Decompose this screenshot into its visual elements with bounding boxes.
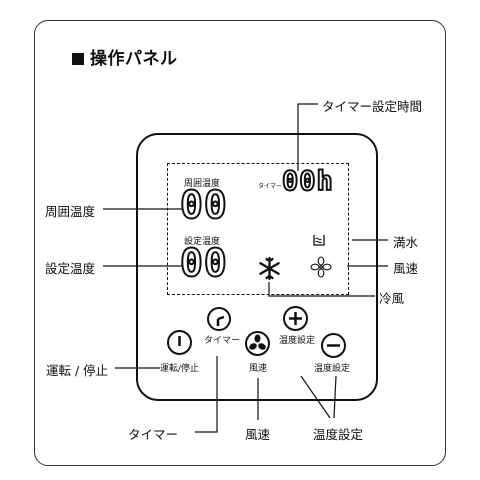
temp-up-button[interactable] (283, 306, 308, 331)
power-icon (178, 336, 181, 346)
fan-button-label: 風速 (249, 364, 268, 374)
line-timer (195, 356, 218, 433)
line-temp-up (300, 375, 331, 419)
plus-icon (289, 312, 302, 325)
power-button[interactable] (167, 330, 192, 355)
line-cooling (268, 282, 375, 297)
fan-button[interactable] (245, 331, 270, 356)
snowflake-icon (259, 256, 280, 281)
timer-value: 00h (281, 166, 334, 198)
fan-icon (249, 334, 266, 350)
callout-temp-setting: 温度設定 (313, 427, 364, 442)
water-tank-icon (313, 235, 325, 246)
set-temp-label: 設定温度 (184, 237, 221, 247)
callout-set-temp: 設定温度 (45, 261, 96, 276)
outer-frame (34, 20, 446, 466)
timer-button-label: タイマー (204, 336, 241, 346)
callout-timer: タイマー (128, 427, 179, 442)
callout-run-stop: 運転 / 停止 (46, 363, 109, 378)
temp-down-label: 温度設定 (314, 364, 351, 374)
line-temp-down (333, 375, 337, 419)
section-title: 操作パネル (72, 44, 178, 69)
minus-icon (327, 344, 340, 347)
clock-icon (216, 315, 225, 326)
control-panel (136, 133, 378, 401)
line-timer-time (297, 103, 318, 171)
temp-down-button[interactable] (321, 333, 346, 358)
lcd-display (167, 163, 349, 295)
callout-fan-speed: 風速 (393, 261, 419, 276)
timer-button[interactable] (207, 307, 231, 331)
callout-fan: 風速 (245, 427, 271, 442)
callout-full-water: 満水 (393, 235, 419, 250)
callout-timer-time: タイマー設定時間 (322, 99, 423, 114)
fan-speed-icon (310, 256, 332, 278)
section-title-text: 操作パネル (90, 49, 178, 69)
title-square-icon (72, 53, 84, 65)
ambient-temp-value: 00 (179, 183, 228, 227)
ambient-temp-label: 周囲温度 (184, 179, 221, 189)
callout-cooling: 冷風 (379, 291, 405, 306)
temp-up-label: 温度設定 (279, 336, 316, 346)
callout-ambient-temp: 周囲温度 (45, 204, 96, 219)
timer-small-label: タイマー (258, 183, 283, 190)
set-temp-value: 00 (179, 241, 228, 285)
power-button-label: 運転/停止 (160, 364, 200, 374)
